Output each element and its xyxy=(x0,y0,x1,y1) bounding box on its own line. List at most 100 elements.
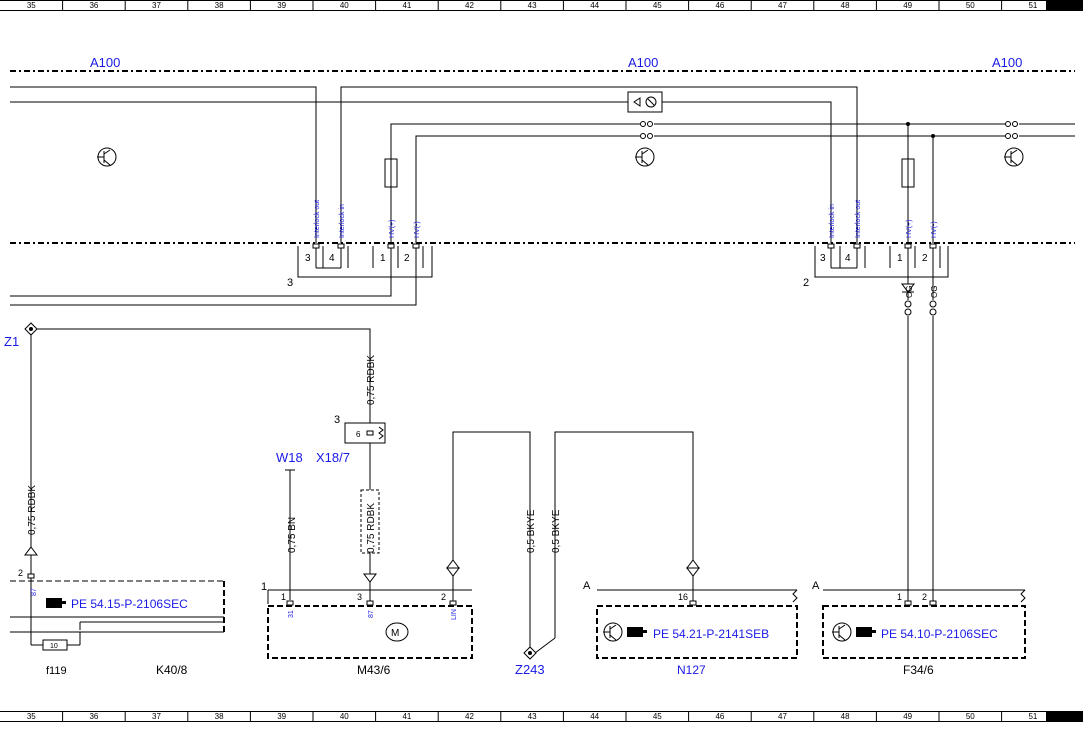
f34-pin-2: 2 xyxy=(922,592,927,602)
ruler-top-column-label: 51 xyxy=(1028,1,1037,10)
n127-ref: PE 54.21-P-2141SEB xyxy=(653,627,769,641)
ruler-top-column-label: 50 xyxy=(966,1,975,10)
pin-3: 3 xyxy=(820,253,826,264)
pin-2: 2 xyxy=(404,253,410,264)
f34-corner: A xyxy=(812,580,820,592)
pointing-hand-icon xyxy=(627,627,647,637)
m43-pin-label-87: 87 xyxy=(368,610,375,618)
k40-pin: 2 xyxy=(18,568,23,578)
pin-1: 1 xyxy=(897,253,903,264)
svg-text:M: M xyxy=(391,628,399,639)
f34-name: F34/6 xyxy=(903,663,934,677)
pointing-hand-icon xyxy=(46,598,66,608)
f34-pin-1: 1 xyxy=(897,592,902,602)
z243-label: Z243 xyxy=(515,662,545,677)
wire-label-bkye-2: 0,5 BKYE xyxy=(551,509,562,553)
signal-icon xyxy=(627,91,663,113)
m43-name: M43/6 xyxy=(357,663,391,677)
motor-icon: M xyxy=(385,622,409,642)
connector-number-left: 3 xyxy=(287,277,293,289)
pin-label-hv-minus: HV(-) xyxy=(931,221,938,238)
control-unit-icon xyxy=(635,147,655,167)
m43-box-pin: 1 xyxy=(261,581,267,593)
ruler-top-column-label: 40 xyxy=(340,1,349,10)
control-unit-icon xyxy=(603,622,623,642)
pin-label-interlock-in: Interlock in xyxy=(829,204,836,238)
m43-pin-2: 2 xyxy=(441,592,446,602)
pin-1: 1 xyxy=(380,253,386,264)
n127-pin: 16 xyxy=(678,592,688,602)
k40-pin-label: 87 xyxy=(31,588,38,596)
n127-name: N127 xyxy=(677,663,706,677)
pin-label-hv-plus: HV(+) xyxy=(906,220,913,238)
wire-label-rdbk-mid: 0,75 RDBK xyxy=(366,503,377,553)
ruler-bottom-column-label: 35 xyxy=(27,712,36,721)
pin-label-hv-minus: HV(-) xyxy=(414,221,421,238)
ruler-top xyxy=(0,0,1083,11)
pin-label-interlock-out: Interlock out xyxy=(855,200,862,238)
wire-label-rdbk-left: 0,75 RDBK xyxy=(27,485,38,535)
control-unit-icon xyxy=(832,622,852,642)
a100-label-mid: A100 xyxy=(628,55,658,70)
m43-pin-3: 3 xyxy=(357,592,362,602)
ruler-bottom-column-label: 42 xyxy=(465,712,474,721)
m43-pin-label-lin: LIN xyxy=(451,609,458,620)
pin-4: 4 xyxy=(329,253,335,264)
k40-ref: PE 54.15-P-2106SEC xyxy=(71,597,188,611)
ruler-bottom-column-label: 48 xyxy=(841,712,850,721)
m43-6-box xyxy=(267,589,473,659)
pin-3: 3 xyxy=(305,253,311,264)
z1-splice xyxy=(24,322,371,547)
wire-label-bkye-1: 0,5 BKYE xyxy=(526,509,537,553)
ruler-bottom-column-label: 51 xyxy=(1028,712,1037,721)
ruler-top-column-label: 45 xyxy=(653,1,662,10)
ruler-bottom-column-label: 37 xyxy=(152,712,161,721)
x18-7-connector xyxy=(344,422,386,574)
pointing-hand-icon xyxy=(856,627,876,637)
double-arrow-connectors xyxy=(24,546,700,603)
ruler-top-column-label: 36 xyxy=(89,1,98,10)
ruler-bottom-column-label: 44 xyxy=(590,712,599,721)
ruler-top-column-label: 41 xyxy=(402,1,411,10)
ruler-bottom-column-label: 40 xyxy=(340,712,349,721)
n127-corner: A xyxy=(583,580,591,592)
ruler-bottom-column-label: 38 xyxy=(215,712,224,721)
k40-8-box xyxy=(10,573,225,651)
ruler-bottom-column-label: 45 xyxy=(653,712,662,721)
bkye-wires xyxy=(452,431,694,660)
fuse-label: f119 xyxy=(46,665,67,677)
ruler-bottom xyxy=(0,711,1083,722)
x18-7-label: X18/7 xyxy=(316,450,350,465)
z1-label: Z1 xyxy=(4,334,19,349)
wire-label-rdbk-top: 0,75 RDBK xyxy=(366,355,377,405)
ruler-top-column-label: 39 xyxy=(277,1,286,10)
wire-label-bn: 0,75 BN xyxy=(287,517,298,553)
w18-label: W18 xyxy=(276,450,303,465)
ruler-top-column-label: 47 xyxy=(778,1,787,10)
ruler-bottom-column-label: 50 xyxy=(966,712,975,721)
connector-right xyxy=(814,243,949,300)
ruler-bottom-column-label: 47 xyxy=(778,712,787,721)
a100-label-right: A100 xyxy=(992,55,1022,70)
ruler-top-column-label: 38 xyxy=(215,1,224,10)
x18-side: 3 xyxy=(334,414,340,426)
pin-label-interlock-out: Interlock out xyxy=(314,200,321,238)
connector-left xyxy=(10,243,433,306)
og-label: OG xyxy=(905,286,914,298)
fuse-value: 10 xyxy=(50,643,58,650)
ruler-bottom-column-label: 41 xyxy=(402,712,411,721)
a100-label-left: A100 xyxy=(90,55,120,70)
x18-pin: 6 xyxy=(356,430,361,439)
ruler-top-column-label: 49 xyxy=(903,1,912,10)
og-label: OG xyxy=(930,286,939,298)
f34-6-box xyxy=(822,589,1026,659)
ruler-top-column-label: 46 xyxy=(715,1,724,10)
m43-pin-label-31: 31 xyxy=(288,610,295,618)
pin-label-interlock-in: Interlock in xyxy=(339,204,346,238)
ruler-top-column-label: 48 xyxy=(841,1,850,10)
pin-2: 2 xyxy=(922,253,928,264)
pin-label-hv-plus: HV(+) xyxy=(389,220,396,238)
hv-lines xyxy=(901,283,937,603)
connector-number-right: 2 xyxy=(803,277,809,289)
